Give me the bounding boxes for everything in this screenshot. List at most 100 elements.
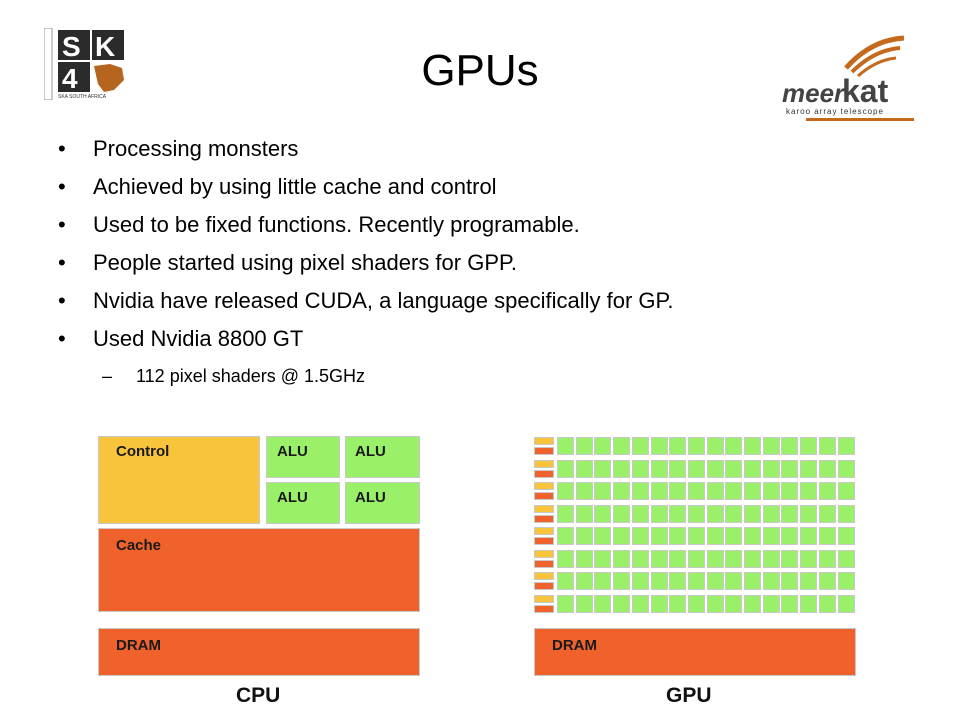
gpu-alu-cell [837,572,855,590]
slide-title: GPUs [421,46,539,95]
gpu-alu-cell [781,504,799,523]
gpu-row [534,527,856,547]
gpu-dram-label: DRAM [552,637,597,654]
gpu-alu-cell [800,572,818,590]
gpu-alu-cell [687,594,705,613]
gpu-alu-cell [650,482,668,500]
gpu-alu-cell [706,527,724,545]
gpu-control-cell [534,549,554,558]
gpu-alu-cell [781,572,799,590]
gpu-alu-cell [650,549,668,568]
svg-text:karoo array telescope: karoo array telescope [786,107,884,116]
gpu-alu-cell [837,504,855,523]
gpu-alu-cell [818,594,836,613]
gpu-alu-cell [650,572,668,590]
gpu-alu-cell [575,594,593,613]
gpu-alu-cell [744,459,761,478]
gpu-alu-cell [669,437,687,455]
gpu-dram-block [534,628,856,676]
gpu-alu-cell [687,549,705,568]
gpu-alu-cell [725,459,743,478]
gpu-alu-cell [557,527,574,545]
gpu-alu-cell [613,549,631,568]
gpu-alu-cell [781,437,799,455]
gpu-alu-cell [725,572,743,590]
gpu-alu-cell [557,437,574,455]
gpu-alu-cell [631,504,649,523]
gpu-row [534,594,856,615]
gpu-alu-cell [687,437,705,455]
gpu-alu-cell [631,594,649,613]
meerkat-accent-line [806,118,914,121]
svg-text:SKA SOUTH AFRICA: SKA SOUTH AFRICA [58,94,107,100]
gpu-alu-cell [762,504,780,523]
gpu-alu-cell [594,572,612,590]
gpu-alu-cell [613,459,631,478]
svg-text:kat: kat [842,73,889,109]
gpu-alu-cell [781,594,799,613]
gpu-alu-cell [725,437,743,455]
bullet-list: •Processing monsters •Achieved by using … [56,135,916,393]
gpu-alu-cell [687,504,705,523]
gpu-alu-cell [781,482,799,500]
gpu-alu-cell [631,437,649,455]
gpu-alu-cell [818,504,836,523]
cpu-control-block [98,436,260,524]
gpu-alu-cell [687,572,705,590]
gpu-alu-cell [575,572,593,590]
gpu-row [534,504,856,525]
cpu-alu-label: ALU [277,443,308,460]
gpu-alu-cell [613,504,631,523]
gpu-alu-cell [837,482,855,500]
svg-text:meer: meer [782,78,846,108]
gpu-alu-cell [706,594,724,613]
gpu-alu-cell [706,504,724,523]
gpu-alu-cell [706,482,724,500]
gpu-cache-cell [534,469,554,478]
gpu-alu-cell [744,594,761,613]
gpu-alu-cell [631,549,649,568]
gpu-alu-cell [800,527,818,545]
bullet-item: •Nvidia have released CUDA, a language s… [58,288,674,313]
bullet-item: •People started using pixel shaders for … [58,250,517,275]
gpu-alu-cell [744,504,761,523]
gpu-alu-cell [594,549,612,568]
gpu-alu-cell [669,549,687,568]
gpu-row [534,459,856,480]
gpu-alu-cell [762,459,780,478]
gpu-alu-cell [744,527,761,545]
gpu-alu-cell [837,549,855,568]
gpu-alu-cell [762,482,780,500]
gpu-alu-cell [818,482,836,500]
gpu-alu-cell [781,549,799,568]
gpu-alu-cell [594,482,612,500]
cpu-alu-label: ALU [355,443,386,460]
gpu-alu-cell [631,572,649,590]
gpu-alu-cell [744,572,761,590]
gpu-alu-cell [575,549,593,568]
gpu-alu-cell [575,437,593,455]
gpu-row [534,572,856,592]
gpu-control-cell [534,459,554,468]
gpu-alu-cell [744,549,761,568]
gpu-alu-cell [669,482,687,500]
gpu-alu-cell [818,572,836,590]
gpu-alu-cell [800,437,818,455]
gpu-alu-cell [557,482,574,500]
gpu-alu-cell [613,482,631,500]
gpu-alu-cell [669,504,687,523]
gpu-cache-cell [534,514,554,523]
gpu-row [534,437,856,457]
gpu-control-cell [534,482,554,490]
gpu-alu-cell [557,504,574,523]
gpu-control-cell [534,594,554,603]
gpu-alu-cell [669,572,687,590]
gpu-alu-cell [594,437,612,455]
cpu-alu-block [345,482,420,524]
gpu-cache-cell [534,559,554,568]
gpu-caption: GPU [666,684,712,707]
svg-text:4: 4 [62,63,78,94]
cpu-dram-block [98,628,420,676]
bullet-item: •Used to be fixed functions. Recently pr… [58,212,580,237]
gpu-alu-cell [837,437,855,455]
